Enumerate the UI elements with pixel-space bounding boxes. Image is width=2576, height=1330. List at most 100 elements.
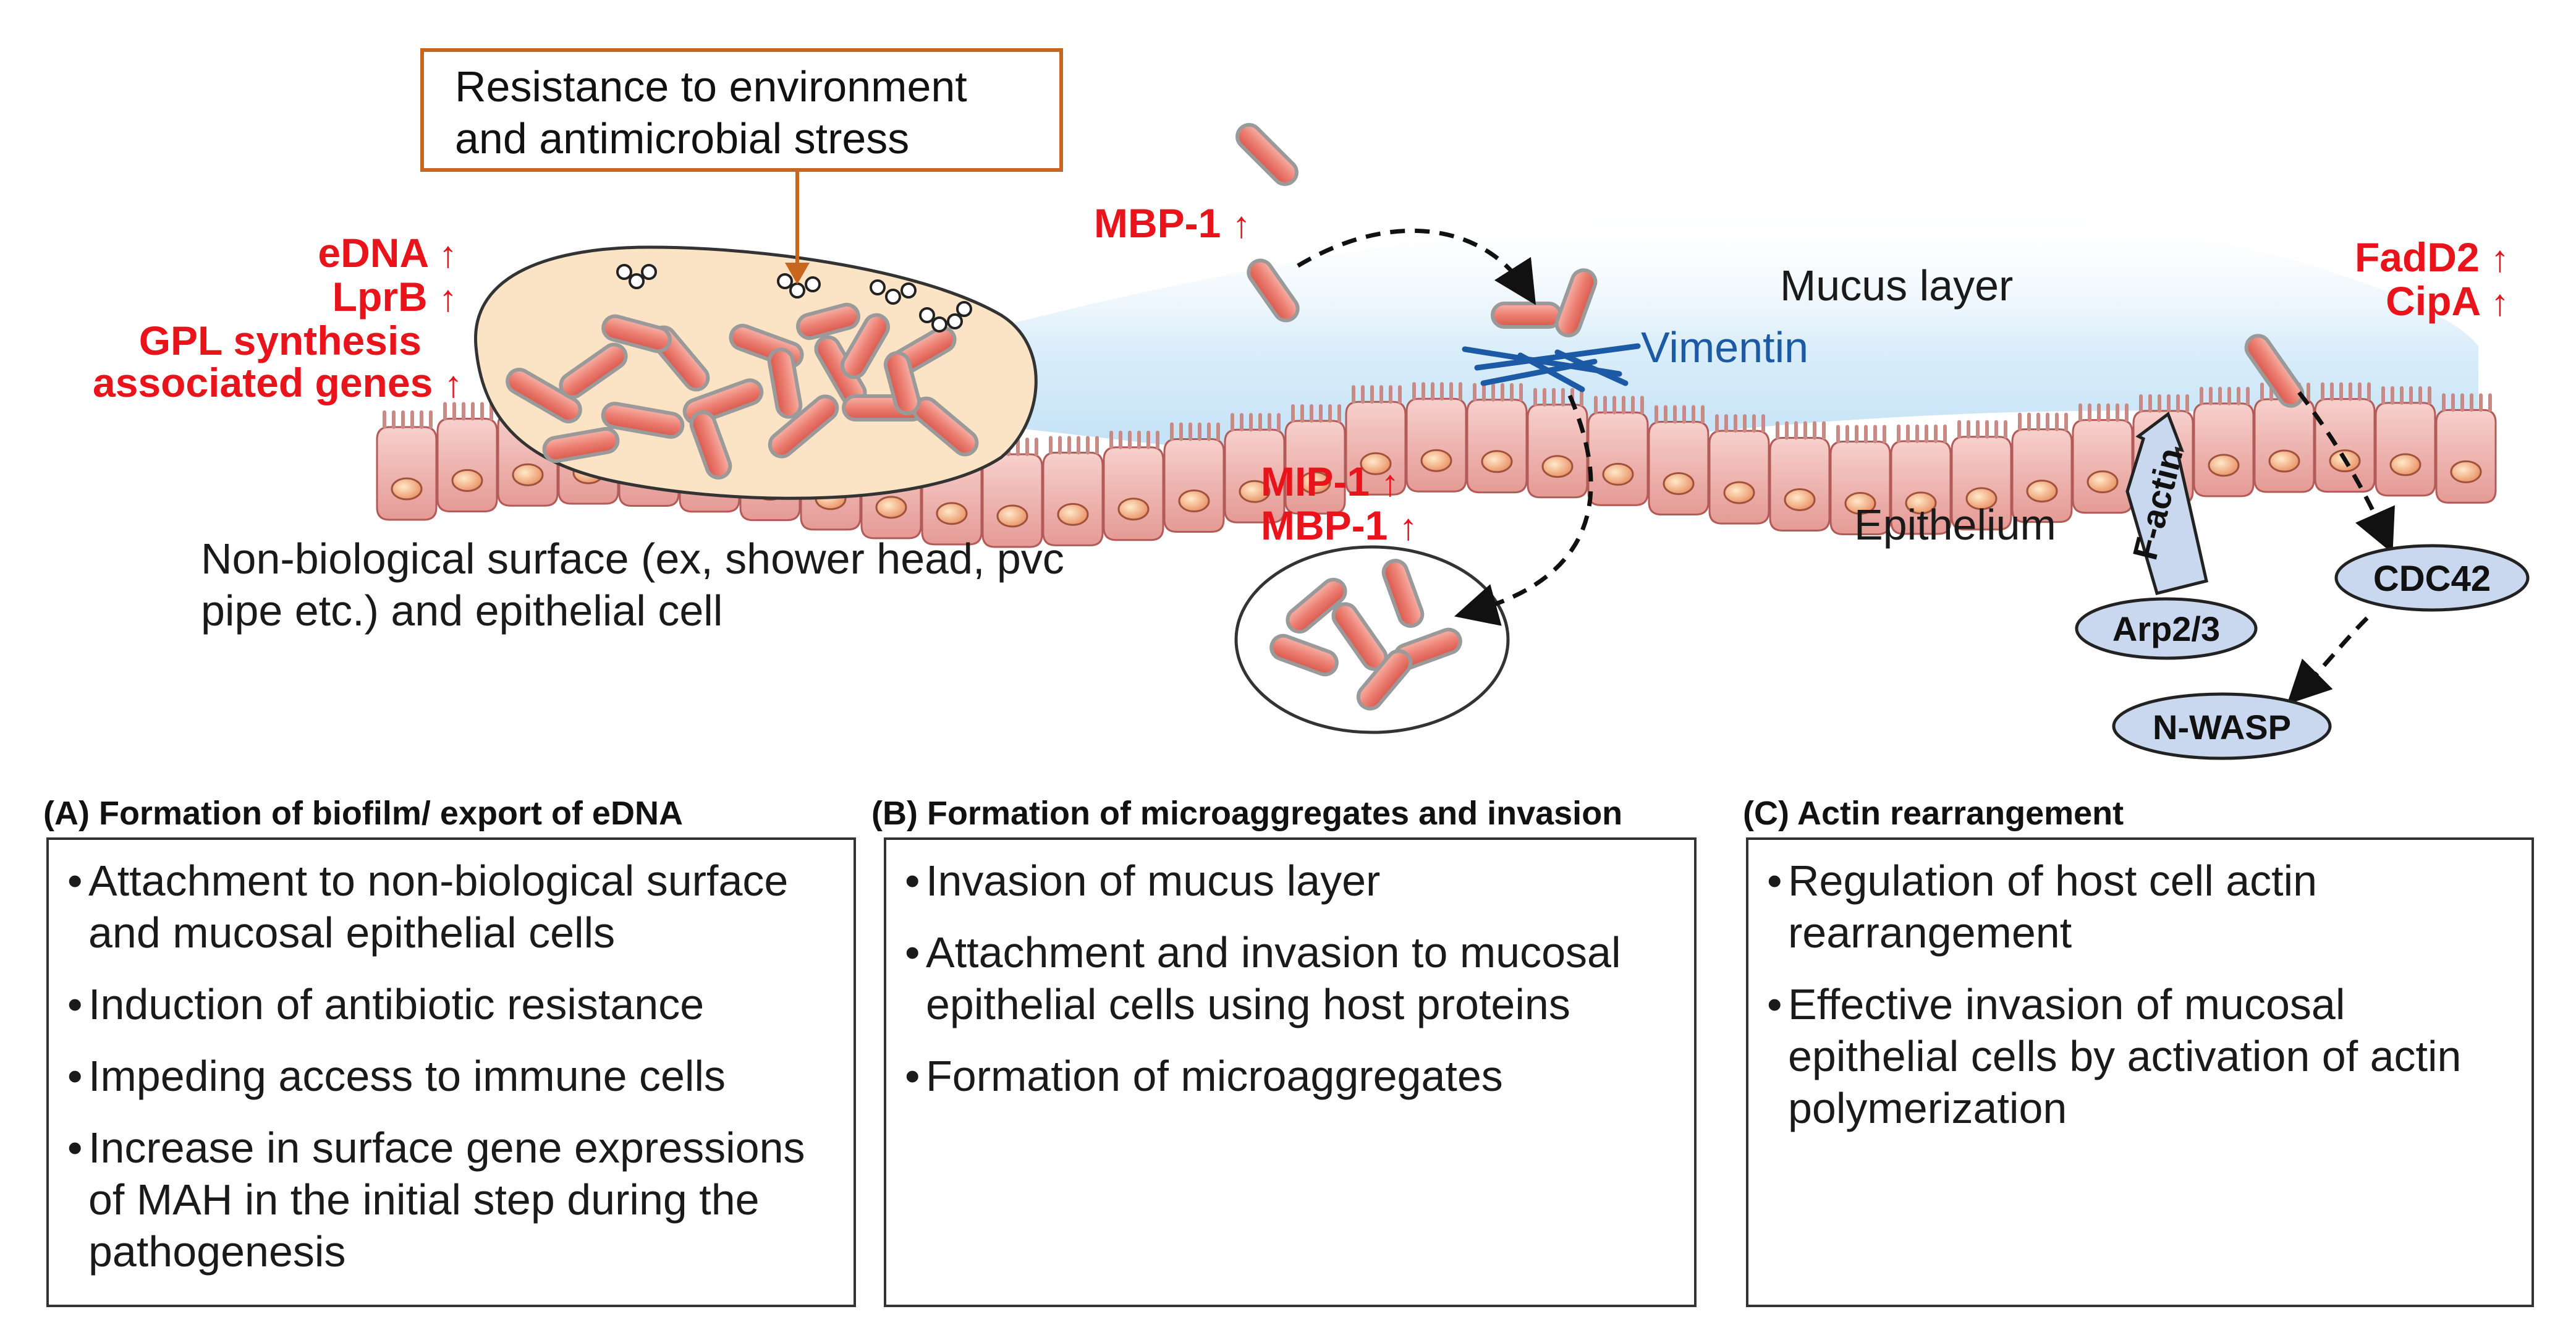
factor-mbp1: MBP-1 xyxy=(1094,200,1221,246)
bacterium xyxy=(1381,559,1425,628)
cell-nucleus xyxy=(451,468,483,492)
mid-factors-low: MIP-1 ↑ MBP-1 ↑ xyxy=(1261,460,1418,548)
panel-c-item: Effective invasion of mucosal epithelial… xyxy=(1761,978,2519,1134)
factor-fadd2: FadD2 xyxy=(2354,234,2480,280)
up-arrow-icon: ↑ xyxy=(2491,238,2509,279)
up-arrow-icon: ↑ xyxy=(439,234,457,275)
epithelial-cell xyxy=(1951,420,2012,531)
vesicle xyxy=(956,301,972,317)
vimentin-label: Vimentin xyxy=(1641,323,1809,371)
epithelial-cell xyxy=(1224,413,1286,523)
cell-nucleus xyxy=(1481,450,1513,473)
epithelial-cell xyxy=(2375,386,2436,497)
cell-nucleus xyxy=(2268,449,2300,473)
panel-a-item: Impeding access to immune cells xyxy=(61,1050,841,1102)
bacterium xyxy=(841,313,890,379)
bacterium xyxy=(601,402,685,439)
cell-nucleus xyxy=(1723,481,1755,504)
epithelial-cell xyxy=(1829,425,1891,535)
panel-b-item: Attachment and invasion to mucosal epith… xyxy=(899,926,1682,1030)
epithelium-label: Epithelium xyxy=(1854,501,2056,549)
vesicle xyxy=(789,282,805,299)
arp23-ellipse xyxy=(2075,597,2258,660)
bacterium xyxy=(768,394,839,459)
factor-mbp1-low: MBP-1 xyxy=(1261,502,1388,548)
up-arrow-icon: ↑ xyxy=(1381,462,1400,504)
epithelial-cell xyxy=(1587,396,1649,506)
vesicle xyxy=(919,307,935,323)
cell-nucleus xyxy=(1178,489,1210,513)
panel-b-item: Invasion of mucus layer xyxy=(899,855,1682,907)
cell-nucleus xyxy=(1420,449,1452,472)
epithelial-cell xyxy=(981,437,1043,548)
bacterium xyxy=(796,302,860,341)
note-line-1: Resistance to environment xyxy=(455,62,967,111)
microaggregate-bacteria xyxy=(1269,559,1462,711)
up-arrow-icon: ↑ xyxy=(439,277,457,319)
cell-nucleus xyxy=(936,502,968,525)
bacterium xyxy=(601,314,672,354)
bacterium xyxy=(689,410,732,480)
epithelial-cell xyxy=(1042,436,1104,546)
bacterium xyxy=(1235,123,1299,186)
vesicle xyxy=(616,264,632,280)
cell-nucleus xyxy=(1784,488,1816,511)
panel-b-box: Invasion of mucus layer Attachment and i… xyxy=(884,837,1697,1307)
vesicle xyxy=(629,273,645,289)
epithelial-cell xyxy=(2193,386,2255,498)
cell-nucleus xyxy=(2389,453,2421,477)
cell-nucleus xyxy=(1905,491,1937,515)
vesicle xyxy=(805,276,821,292)
bacterium xyxy=(1554,268,1598,337)
epithelial-cell xyxy=(1345,385,1407,496)
factor-gpl: GPL synthesis xyxy=(138,318,422,363)
vimentin-filaments xyxy=(1462,343,1641,392)
up-arrow-icon: ↑ xyxy=(444,363,463,405)
mbp1-top: MBP-1 ↑ xyxy=(1094,202,1251,246)
surface-label-line2: pipe etc.) and epithelial cell xyxy=(201,587,723,635)
mucus-layer-label: Mucus layer xyxy=(1780,261,2014,310)
cell-nucleus xyxy=(2450,460,2482,483)
cell-nucleus xyxy=(1117,498,1150,521)
cell-nucleus xyxy=(1360,452,1392,475)
bacterium xyxy=(1286,577,1347,634)
cdc42-label: CDC42 xyxy=(2373,559,2491,599)
biofilm-bacteria xyxy=(506,302,979,480)
panel-a-item: Increase in surface gene expressions of … xyxy=(61,1122,841,1277)
bacterium xyxy=(767,347,803,419)
bacterium xyxy=(559,342,628,399)
factor-cipa: CipA xyxy=(2386,278,2480,324)
cell-nucleus xyxy=(1844,491,1876,515)
epithelial-cell xyxy=(2011,412,2073,523)
cell-nucleus xyxy=(1057,502,1089,526)
epithelial-cell xyxy=(2072,403,2133,514)
vesicle xyxy=(870,279,886,295)
mucus-layer xyxy=(927,205,2478,459)
panel-a-item: Attachment to non-biological surface and… xyxy=(61,855,841,959)
cell-nucleus xyxy=(2026,480,2058,503)
cell-nucleus xyxy=(2087,470,2119,494)
epithelial-cell xyxy=(1163,422,1225,533)
panel-c-title: (C) Actin rearrangement xyxy=(1743,795,2124,832)
cell-nucleus xyxy=(1541,455,1574,478)
note-connector-arrowhead xyxy=(785,263,810,284)
nwasp-ellipse xyxy=(2112,692,2332,760)
epithelial-cell xyxy=(2435,393,2497,504)
up-arrow-icon: ↑ xyxy=(1232,204,1251,245)
epithelial-cell xyxy=(2314,382,2376,493)
cell-nucleus xyxy=(512,463,544,486)
arrow-cdc42-to-nwasp xyxy=(2287,616,2369,705)
epithelial-cell xyxy=(1103,430,1164,541)
panel-b-item: Formation of microaggregates xyxy=(899,1050,1682,1102)
nwasp-label: N-WASP xyxy=(2153,708,2291,747)
edna-vesicles xyxy=(616,264,972,332)
bacterium xyxy=(1247,258,1300,323)
factor-genes: associated genes xyxy=(93,360,433,405)
vesicle xyxy=(641,264,657,280)
epithelium-cells xyxy=(376,382,2497,548)
factor-lprb: LprB xyxy=(332,274,428,320)
epithelial-cell xyxy=(1284,404,1346,515)
vesicle xyxy=(777,273,793,289)
arp23-label: Arp2/3 xyxy=(2112,609,2220,648)
